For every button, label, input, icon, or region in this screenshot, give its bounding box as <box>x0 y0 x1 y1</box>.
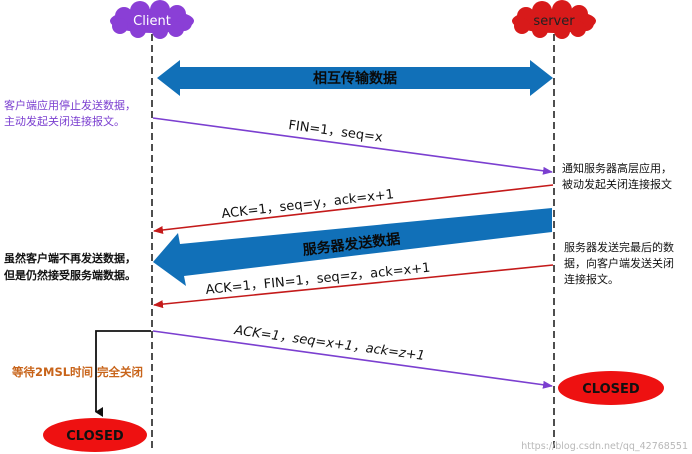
note-client-receive-line2: 但是仍然接受服务端数据。 <box>3 268 136 282</box>
client-closed-label: CLOSED <box>66 429 124 444</box>
mutual-transfer-label: 相互传输数据 <box>313 70 397 87</box>
wait-2msl-label: 等待2MSL时间 完全关闭 <box>11 365 143 379</box>
server-cloud-node: server <box>512 0 596 39</box>
note-client-stop-line1: 客户端应用停止发送数据， <box>4 98 136 112</box>
server-label: server <box>533 14 575 29</box>
fin2-arrow <box>153 264 554 309</box>
note-server-notify-line1: 通知服务器高层应用， <box>562 161 672 175</box>
server-closed-state: CLOSED <box>558 371 664 405</box>
note-server-notify-line2: 被动发起关闭连接报文 <box>562 177 672 191</box>
note-client-receive: 虽然客户端不再发送数据， 但是仍然接受服务端数据。 <box>3 251 136 282</box>
note-server-done-line3: 连接报文。 <box>564 272 619 286</box>
ack2-arrow <box>152 330 553 389</box>
fin1-arrow <box>152 117 553 175</box>
server-closed-label: CLOSED <box>582 382 640 397</box>
note-client-receive-line1: 虽然客户端不再发送数据， <box>4 251 136 265</box>
ack2-label: ACK=1，seq=x+1，ack=z+1 <box>232 323 425 364</box>
ack1-label: ACK=1，seq=y，ack=x+1 <box>221 187 395 222</box>
wait-2msl-bracket <box>95 330 151 417</box>
ack1-arrow <box>153 184 554 234</box>
note-server-done-line1: 服务器发送完最后的数 <box>564 240 674 254</box>
mutual-transfer-banner: 相互传输数据 <box>157 60 553 96</box>
note-client-stop: 客户端应用停止发送数据， 主动发起关闭连接报文。 <box>4 98 136 128</box>
client-label: Client <box>133 14 171 29</box>
note-server-notify: 通知服务器高层应用， 被动发起关闭连接报文 <box>562 161 672 191</box>
client-cloud-node: Client <box>110 0 194 39</box>
client-closed-state: CLOSED <box>43 418 147 452</box>
watermark: https://blog.csdn.net/qq_42768551 <box>521 441 688 452</box>
note-server-done: 服务器发送完最后的数 据，向客户端发送关闭 连接报文。 <box>564 240 674 286</box>
note-server-done-line2: 据，向客户端发送关闭 <box>564 256 674 270</box>
note-client-stop-line2: 主动发起关闭连接报文。 <box>4 114 125 128</box>
fin1-label: FIN=1，seq=x <box>287 118 383 146</box>
